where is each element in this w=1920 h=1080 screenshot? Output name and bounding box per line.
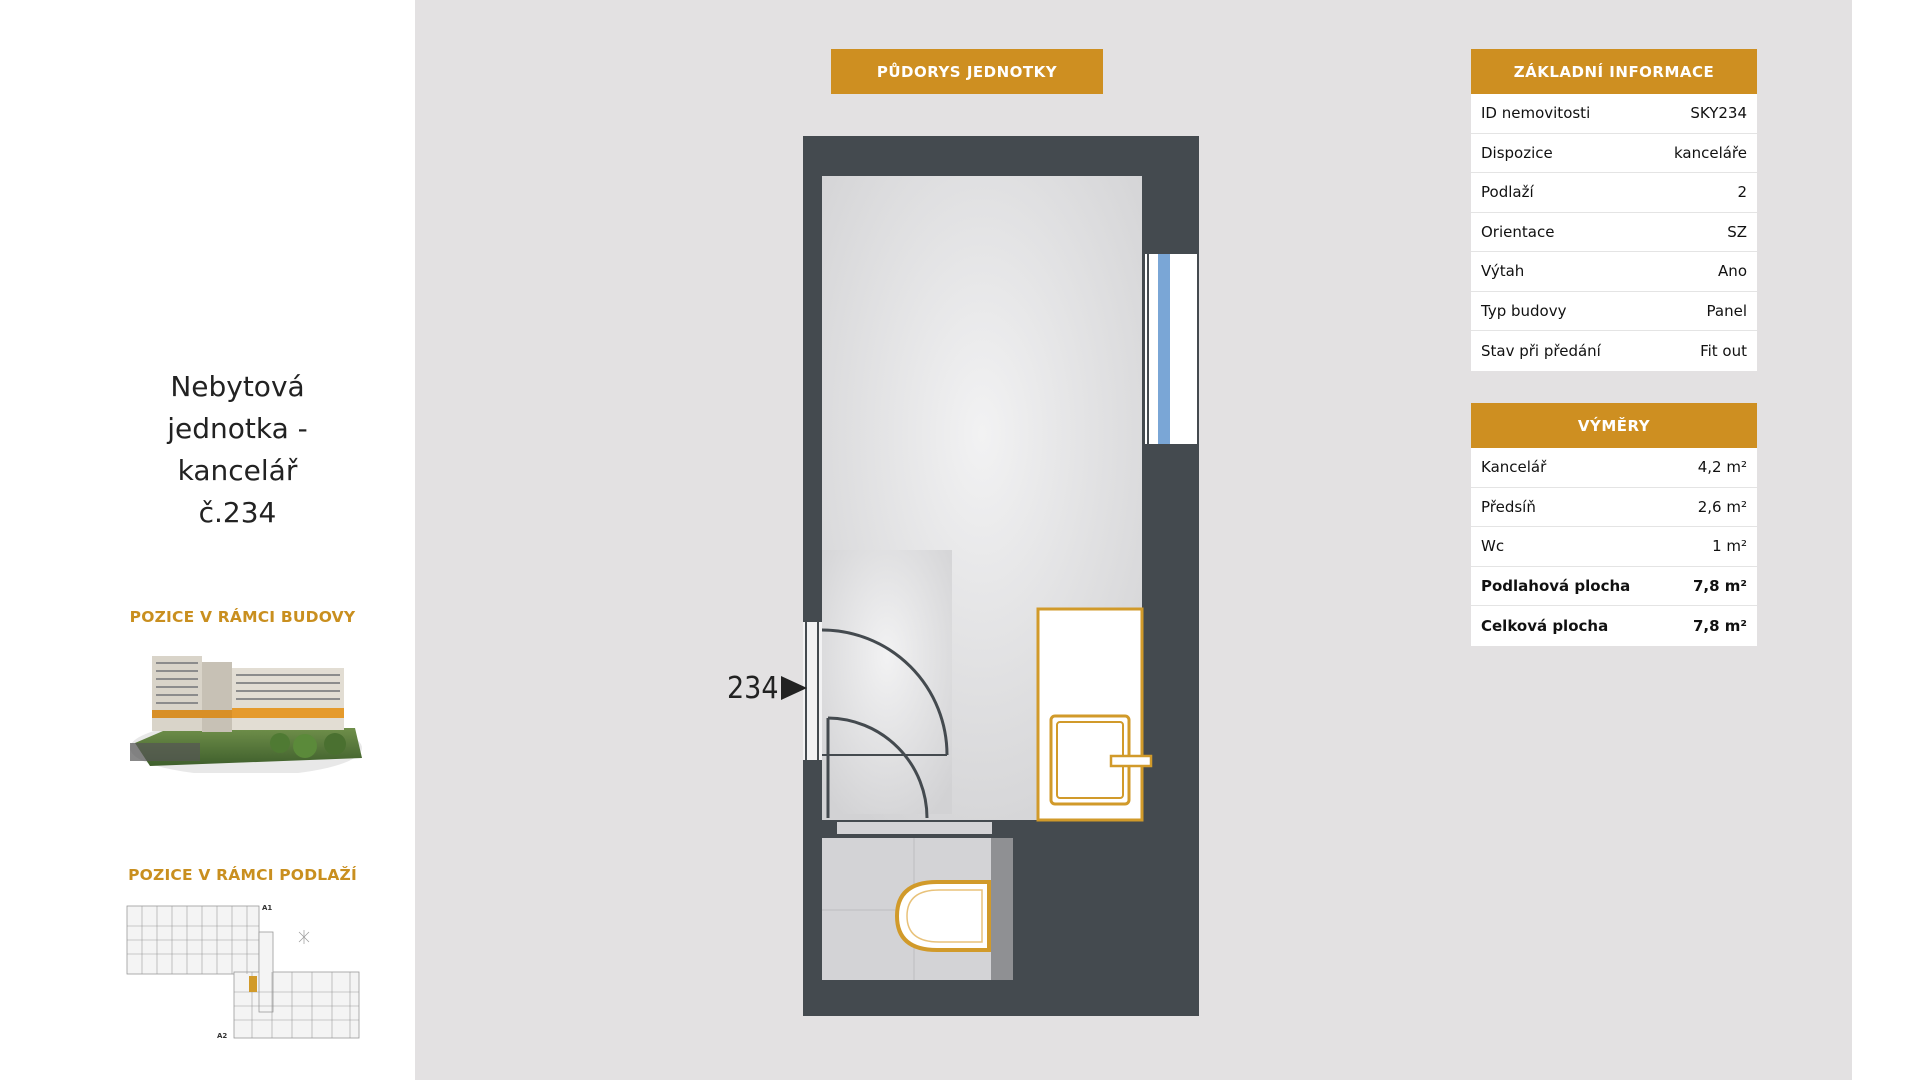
unit-title-line-3: kancelář [177,454,298,487]
table-row-total: Celková plocha 7,8 m² [1471,606,1757,646]
wc-wall-panel [991,838,1013,980]
floor-position-image[interactable]: A1 A2 [122,902,366,1042]
row-label: ID nemovitosti [1481,104,1591,123]
row-value: 7,8 m² [1693,576,1747,595]
floor-plan-drawing[interactable]: 234 [727,130,1227,1030]
basic-info-header: ZÁKLADNÍ INFORMACE [1471,49,1757,94]
row-label: Dispozice [1481,143,1553,162]
unit-title: Nebytová jednotka - kancelář č.234 [0,366,475,534]
row-label: Podlaží [1481,183,1534,202]
unit-title-line-1: Nebytová [170,370,305,403]
table-row: Podlaží 2 [1471,173,1757,213]
row-value: Ano [1718,262,1747,281]
foyer-room [822,550,952,814]
unit-title-line-2: jednotka - [167,412,308,445]
areas-table: VÝMĚRY Kancelář 4,2 m² Předsíň 2,6 m² Wc 1 … [1471,403,1757,646]
table-row: Výtah Ano [1471,252,1757,292]
table-row: Předsíň 2,6 m² [1471,488,1757,527]
row-value: kanceláře [1673,143,1747,162]
table-row: Wc 1 m² [1471,527,1757,567]
floor-label-a1: A1 [262,904,272,912]
row-label: Výtah [1481,262,1525,281]
unit-title-line-4: č.234 [198,496,277,529]
row-value: Panel [1706,301,1747,320]
table-row: Dispozice kanceláře [1471,134,1757,173]
compass-icon [298,930,310,944]
floor-label-a2: A2 [217,1032,227,1040]
row-label: Orientace [1481,222,1555,241]
row-label: Podlahová plocha [1481,576,1631,595]
table-row: Orientace SZ [1471,213,1757,252]
floor-plan-header: PŮDORYS JEDNOTKY [831,49,1103,94]
row-label: Typ budovy [1481,301,1567,320]
row-label: Kancelář [1481,458,1547,477]
row-value: SZ [1727,222,1747,241]
table-row: Typ budovy Panel [1471,292,1757,331]
wc-door[interactable] [826,716,929,819]
entrance-arrow-icon [781,676,807,700]
row-label: Předsíň [1481,497,1536,516]
building-position-image[interactable] [130,648,362,773]
entrance-door[interactable] [803,622,949,760]
floor-position-heading: POZICE V RÁMCI PODLAŽÍ [128,866,357,884]
toilet [894,880,991,952]
table-row: Kancelář 4,2 m² [1471,448,1757,488]
right-strip [1852,0,1920,1080]
row-value: 1 m² [1712,537,1747,556]
row-value: 2,6 m² [1697,497,1747,516]
left-sidebar: Nebytová jednotka - kancelář č.234 POZIC… [0,0,415,1080]
row-label: Wc [1481,537,1505,556]
unit-number-label: 234 [727,671,779,706]
row-value: 2 [1737,183,1747,202]
row-label: Stav při předání [1481,341,1601,360]
row-label: Celková plocha [1481,616,1609,635]
row-value: 4,2 m² [1697,458,1747,477]
window [1145,254,1197,444]
table-row: ID nemovitosti SKY234 [1471,94,1757,134]
row-value: 7,8 m² [1693,616,1747,635]
table-row: Stav při předání Fit out [1471,331,1757,371]
building-position-heading: POZICE V RÁMCI BUDOVY [129,608,356,626]
row-value: SKY234 [1690,104,1747,123]
table-row-total: Podlahová plocha 7,8 m² [1471,567,1757,606]
row-value: Fit out [1700,341,1747,360]
kitchenette [1036,607,1153,822]
areas-header: VÝMĚRY [1471,403,1757,448]
